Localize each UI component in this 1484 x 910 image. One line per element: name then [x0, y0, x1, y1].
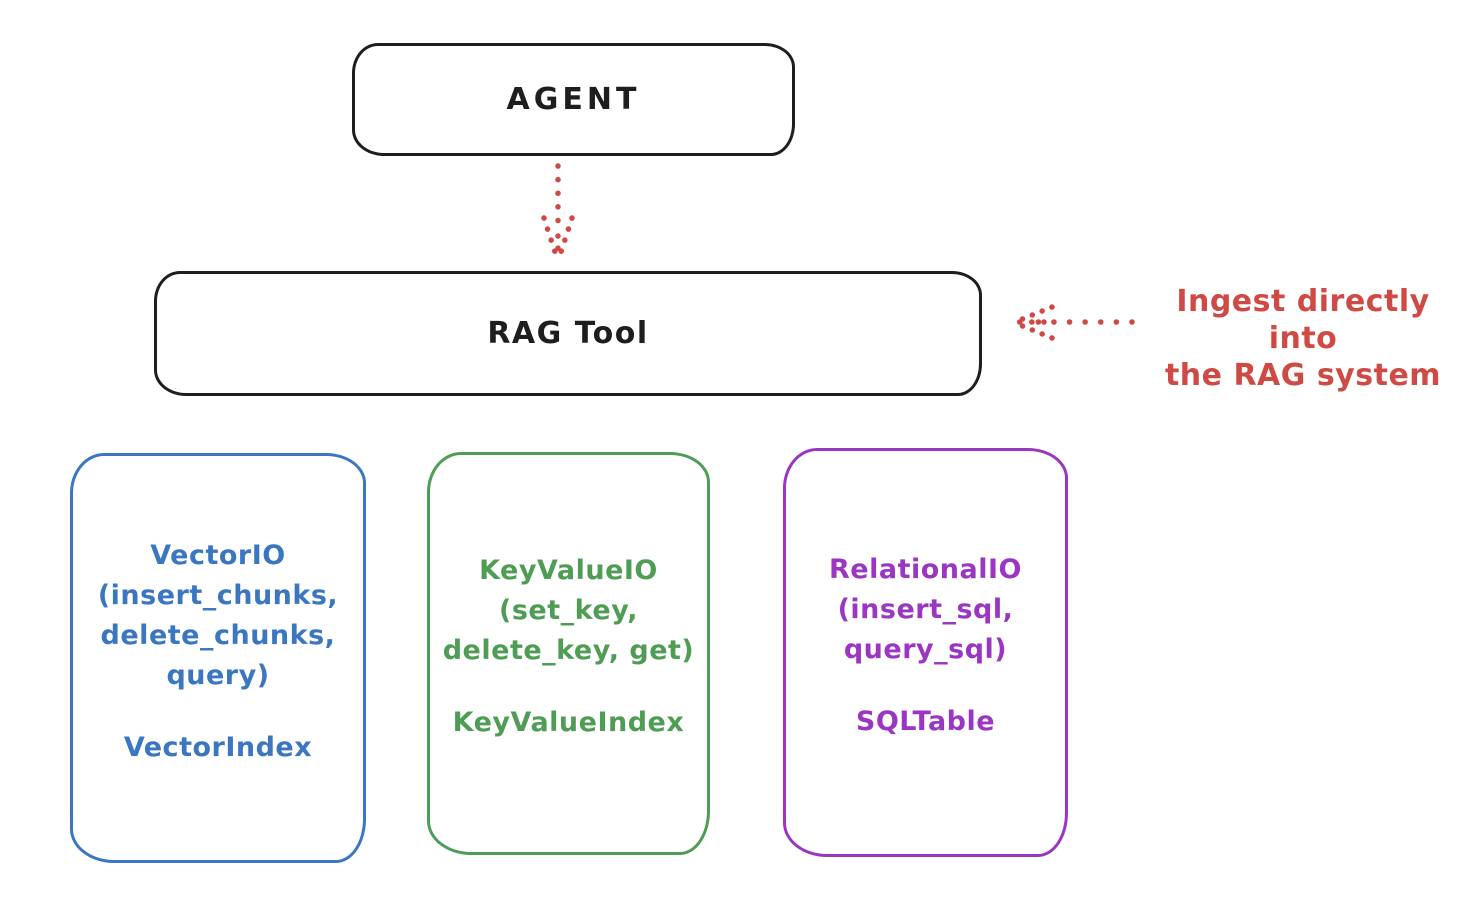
key-value-index-label: KeyValueIndex	[452, 707, 685, 738]
key-value-io-methods-line2: delete_key, get)	[442, 635, 695, 666]
vector-io-node: VectorIO (insert_chunks, delete_chunks, …	[70, 453, 366, 863]
relational-io-methods-line2: query_sql)	[843, 634, 1008, 665]
vector-io-methods-line1: (insert_chunks,	[97, 579, 339, 611]
vector-index-label: VectorIndex	[123, 731, 313, 763]
key-value-io-text: KeyValueIO (set_key, delete_key, get) Ke…	[443, 551, 695, 738]
key-value-io-node: KeyValueIO (set_key, delete_key, get) Ke…	[427, 452, 710, 855]
relational-io-node: RelationalIO (insert_sql, query_sql) SQL…	[783, 448, 1068, 857]
ingest-annotation-line2: the RAG system	[1164, 358, 1442, 393]
relational-io-title: RelationalIO	[829, 554, 1022, 585]
agent-node: AGENT	[352, 43, 795, 156]
ingest-annotation-arrow-icon	[1015, 304, 1135, 341]
sql-table-label: SQLTable	[855, 706, 996, 737]
relational-io-text: RelationalIO (insert_sql, query_sql) SQL…	[829, 550, 1022, 737]
agent-to-ragtool-arrow-icon	[541, 163, 575, 263]
agent-label: AGENT	[506, 82, 641, 117]
relational-io-methods-line1: (insert_sql,	[837, 594, 1014, 625]
vector-io-text: VectorIO (insert_chunks, delete_chunks, …	[98, 536, 338, 763]
vector-io-title: VectorIO	[150, 539, 286, 571]
vector-io-methods-line3: query)	[166, 659, 270, 691]
rag-tool-node: RAG Tool	[154, 271, 982, 396]
key-value-io-methods-line1: (set_key,	[499, 595, 638, 626]
rag-tool-label: RAG Tool	[487, 316, 649, 351]
vector-io-methods-line2: delete_chunks,	[100, 619, 336, 651]
ingest-annotation: Ingest directly into the RAG system	[1138, 283, 1468, 394]
key-value-io-title: KeyValueIO	[479, 555, 658, 586]
ingest-annotation-line1: Ingest directly into	[1176, 284, 1430, 356]
